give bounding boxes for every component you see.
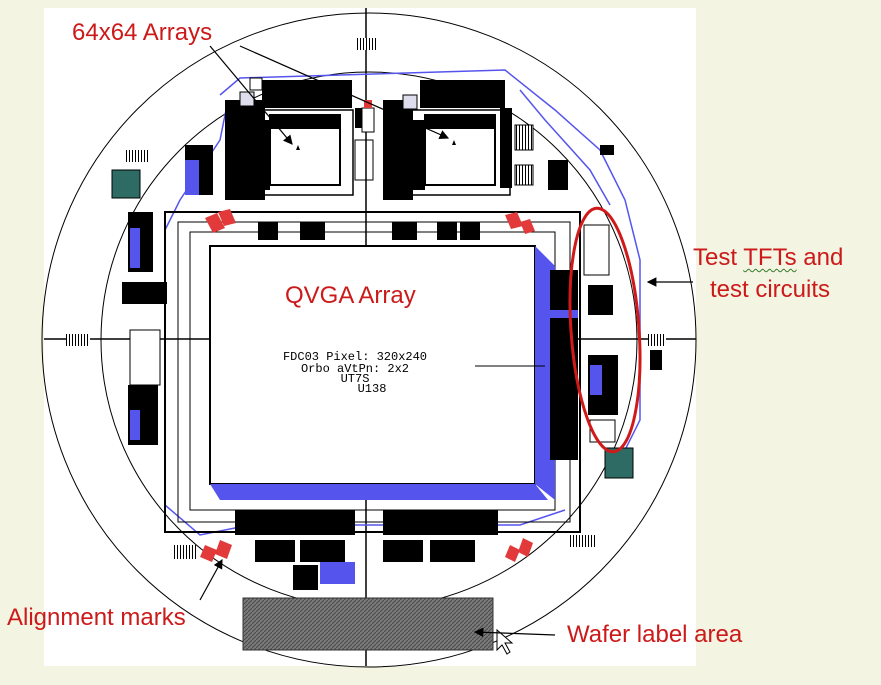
chip-text-line3: UT7S: [341, 372, 370, 386]
label-test-tfts-suffix: and: [796, 244, 844, 271]
right-side-components: [355, 38, 666, 547]
top-pad-row: [258, 222, 480, 240]
label-alignment-marks: Alignment marks: [7, 604, 186, 631]
qvga-array: [209, 245, 578, 500]
chip-text-line1: FDC03 Pixel: 320x240: [283, 350, 427, 364]
alignment-marks: [200, 209, 535, 562]
label-test-tfts: Test TFTs and: [693, 243, 843, 272]
array-64-left: [225, 77, 374, 200]
label-test-tfts-word: TFTs: [743, 244, 797, 271]
label-test-circuits: test circuits: [710, 276, 831, 303]
chip-text-line4: U138: [358, 382, 387, 396]
label-64x64-arrays: 64x64 Arrays: [72, 19, 213, 46]
left-side-components: [66, 145, 213, 559]
label-test-tfts-prefix: Test: [693, 244, 744, 271]
array-64-right: [383, 80, 534, 200]
bottom-pad-row: [235, 510, 498, 590]
wafer-label-area: [242, 597, 494, 651]
label-qvga-array: QVGA Array: [285, 282, 416, 309]
wafer-outer-circle: [41, 12, 697, 668]
center-pad: [364, 100, 372, 108]
label-wafer-label-area: Wafer label area: [567, 621, 743, 648]
callout-arrows: [199, 45, 693, 638]
test-tft-highlight: [568, 206, 642, 454]
cursor-icon: [496, 628, 514, 655]
chip-text-line2: Orbo aVtPn: 2x2: [301, 362, 409, 376]
center-connector: [361, 107, 375, 133]
